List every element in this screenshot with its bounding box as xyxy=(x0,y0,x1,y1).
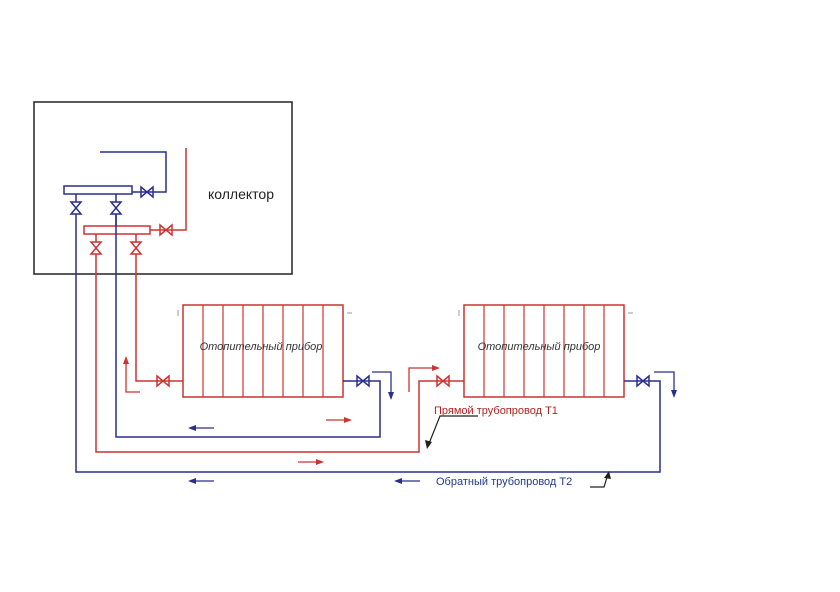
supply-manifold xyxy=(83,225,151,235)
return-riser xyxy=(100,151,167,193)
radiator-2-label: Отопительный прибор xyxy=(477,341,601,353)
return-stubs xyxy=(75,194,117,226)
supply-riser xyxy=(150,148,187,231)
supply-pipe-label: Прямой трубопровод Т1 xyxy=(434,405,558,417)
return-manifold xyxy=(63,185,133,195)
supply-line-radiator-1 xyxy=(135,254,183,382)
label-leaders xyxy=(425,415,611,488)
return-line-radiator-1 xyxy=(115,214,381,438)
supply-outlet-valve-icon xyxy=(90,241,102,255)
return-outlet-valve-icon xyxy=(70,201,82,215)
return-pipe-label: Обратный трубопровод Т2 xyxy=(436,476,573,488)
flow-arrows xyxy=(123,356,677,484)
supply-stubs xyxy=(95,234,137,242)
radiator-1 xyxy=(177,304,352,398)
return-outlet-valve-icon xyxy=(110,201,122,215)
supply-main-t1 xyxy=(95,254,464,453)
return-main-t2 xyxy=(75,214,661,473)
radiator-2 xyxy=(458,304,633,398)
collector-label: коллектор xyxy=(208,186,274,202)
collector-cabinet xyxy=(33,101,293,275)
radiator-1-label: Отопительный прибор xyxy=(199,341,323,353)
supply-outlet-valve-icon xyxy=(130,241,142,255)
